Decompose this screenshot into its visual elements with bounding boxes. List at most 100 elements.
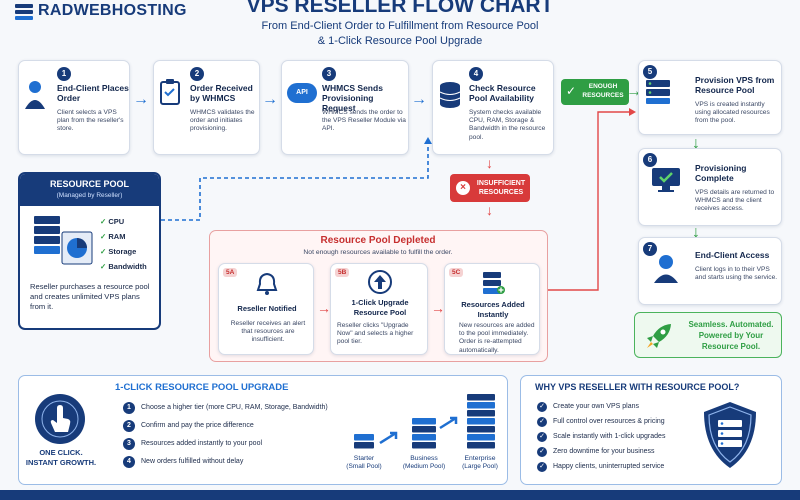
step-desc: WHMCS validates the order and initiates … bbox=[190, 109, 255, 133]
step-number: 3 bbox=[322, 67, 336, 81]
step-5c-card: 5C Resources Added Instantly New resourc… bbox=[444, 263, 540, 355]
tier-server-block bbox=[467, 418, 495, 425]
tagline-line: Seamless. Automated. bbox=[688, 320, 774, 329]
check-circle-icon: ✓ bbox=[537, 447, 547, 457]
tagline-line: Resource Pool. bbox=[701, 342, 761, 351]
arrow-right-icon: → bbox=[317, 300, 331, 316]
step-title: Reseller Notified bbox=[237, 304, 297, 313]
step-desc: Client logs in to their VPS and starts u… bbox=[695, 266, 778, 282]
pool-item-cpu: ✓ CPU bbox=[100, 217, 125, 226]
pool-subtitle: (Managed by Reseller) bbox=[56, 192, 123, 199]
check-icon: ✓ bbox=[100, 232, 107, 241]
step-desc: System checks available CPU, RAM, Storag… bbox=[469, 109, 546, 141]
check-circle-icon: ✓ bbox=[537, 402, 547, 412]
brand-name: RadWebHosting bbox=[38, 2, 187, 19]
step-desc: Client selects a VPS plan from the resel… bbox=[57, 109, 124, 133]
upgrade-step-number: 3 bbox=[123, 438, 135, 450]
database-add-icon bbox=[483, 272, 505, 294]
upgrade-caption: ONE CLICK. bbox=[39, 448, 83, 457]
upgrade-arrow-icon bbox=[368, 270, 392, 294]
server-icon bbox=[646, 80, 670, 104]
pool-item-storage: ✓ Storage bbox=[100, 247, 137, 256]
upgrade-step-text: Resources added instantly to your pool bbox=[141, 440, 263, 447]
user-icon bbox=[654, 255, 678, 283]
database-icon bbox=[439, 82, 461, 108]
tier-server-block bbox=[467, 410, 495, 417]
arrow-down-icon: ↓ bbox=[486, 202, 493, 218]
server-logo-icon bbox=[15, 4, 33, 20]
resource-pool-card: RESOURCE POOL (Managed by Reseller) ✓ CP… bbox=[18, 172, 161, 330]
depleted-panel: Resource Pool Depleted Not enough resour… bbox=[209, 230, 548, 362]
clipboard-icon bbox=[160, 79, 180, 105]
pool-title: RESOURCE POOL bbox=[49, 179, 129, 189]
step-3-card: API 3 WHMCS Sends Provisioning Request W… bbox=[281, 60, 409, 155]
step-title: Check Resource Pool Availability bbox=[469, 83, 536, 103]
page-subtitle-2: & 1-Click Resource Pool Upgrade bbox=[317, 35, 483, 47]
step-1-card: 1 End-Client Places Order Client selects… bbox=[18, 60, 130, 155]
insufficient-resources-badge: × INSUFFICIENT RESOURCES bbox=[450, 174, 530, 202]
shield-server-icon bbox=[704, 402, 756, 468]
step-number: 4 bbox=[469, 67, 483, 81]
step-title: Resources Added Instantly bbox=[461, 300, 525, 319]
user-icon bbox=[25, 81, 45, 109]
api-cloud-icon: API bbox=[287, 83, 317, 103]
tagline-line: Powered by Your bbox=[698, 331, 764, 340]
tier-server-block bbox=[412, 426, 436, 433]
arrow-right-icon: → bbox=[431, 300, 445, 316]
tier-servers bbox=[354, 394, 495, 449]
upgrade-title: 1-CLICK RESOURCE POOL UPGRADE bbox=[115, 382, 289, 393]
upgrade-step-number: 2 bbox=[123, 420, 135, 432]
page-subtitle-1: From End-Client Order to Fulfillment fro… bbox=[261, 20, 539, 32]
footer-bar bbox=[0, 490, 800, 500]
tier-server-block bbox=[412, 434, 436, 441]
tier-server-block bbox=[354, 434, 374, 441]
step-title: 1-Click Upgrade Resource Pool bbox=[351, 298, 409, 317]
rocket-icon bbox=[647, 324, 671, 348]
tier-size: (Large Pool) bbox=[462, 463, 498, 470]
step-5-card: 5 Provision VPS from Resource Pool VPS i… bbox=[638, 60, 782, 135]
tier-name: Business bbox=[410, 455, 438, 462]
tier-server-block bbox=[467, 442, 495, 449]
upgrade-step-number: 1 bbox=[123, 402, 135, 414]
depleted-subtitle: Not enough resources available to fulfil… bbox=[303, 249, 453, 256]
why-item: Full control over resources & pricing bbox=[553, 418, 665, 425]
step-title: Order Received by WHMCS bbox=[190, 83, 253, 103]
why-item: Create your own VPS plans bbox=[553, 403, 639, 410]
check-icon: ✓ bbox=[100, 217, 107, 226]
arrow-right-icon: → bbox=[411, 91, 427, 108]
click-hand-icon bbox=[35, 394, 85, 444]
upgrade-caption: INSTANT GROWTH. bbox=[25, 458, 97, 467]
step-title: End-Client Places Order bbox=[57, 83, 129, 103]
step-desc: Reseller clicks "Upgrade Now" and select… bbox=[337, 322, 414, 346]
pool-item-ram: ✓ RAM bbox=[100, 232, 126, 241]
step-6-card: 6 Provisioning Complete VPS details are … bbox=[638, 148, 782, 226]
tagline-card: Seamless. Automated. Powered by Your Res… bbox=[634, 312, 782, 358]
step-4-card: 4 Check Resource Pool Availability Syste… bbox=[432, 60, 554, 155]
step-number: 5C bbox=[449, 268, 464, 277]
step-5a-card: 5A Reseller Notified Reseller receives a… bbox=[218, 263, 314, 355]
close-icon: × bbox=[456, 181, 470, 195]
tier-server-block bbox=[467, 434, 495, 441]
tier-server-block bbox=[467, 394, 495, 401]
tier-server-block bbox=[412, 442, 436, 449]
why-title: WHY VPS RESELLER WITH RESOURCE POOL? bbox=[535, 382, 740, 392]
step-desc: WHMCS sends the order to the VPS Reselle… bbox=[322, 109, 406, 133]
pool-item-bandwidth: ✓ Bandwidth bbox=[100, 262, 147, 271]
arrow-down-icon: ↓ bbox=[486, 155, 493, 171]
upgrade-step-text: New orders fulfilled without delay bbox=[141, 458, 244, 465]
step-5b-card: 5B 1-Click Upgrade Resource Pool Reselle… bbox=[330, 263, 428, 355]
step-desc: Reseller receives an alert that resource… bbox=[230, 320, 306, 344]
why-item: Scale instantly with 1-click upgrades bbox=[553, 433, 666, 440]
arrow-down-icon: ↓ bbox=[692, 135, 700, 152]
upgrade-step-text: Confirm and pay the price difference bbox=[141, 422, 254, 429]
check-circle-icon: ✓ bbox=[537, 432, 547, 442]
page-title: VPS RESELLER FLOW CHART bbox=[246, 0, 554, 17]
step-title: Provisioning Complete bbox=[695, 163, 747, 183]
growth-arrow-icon bbox=[439, 416, 458, 430]
monitor-check-icon bbox=[652, 168, 680, 192]
why-panel: WHY VPS RESELLER WITH RESOURCE POOL? ✓ C… bbox=[520, 375, 782, 485]
check-icon: ✓ bbox=[566, 84, 577, 98]
tier-server-block bbox=[467, 426, 495, 433]
step-title: WHMCS Sends Provisioning Request bbox=[322, 83, 383, 113]
step-number: 1 bbox=[57, 67, 71, 81]
